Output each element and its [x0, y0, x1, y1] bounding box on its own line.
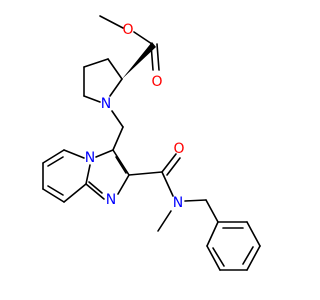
bond-amide-c-n	[161, 171, 174, 197]
bond-ph-4-5	[246, 245, 261, 271]
bond-ch2-phenyl	[205, 199, 219, 223]
bond-ring-ca-c3	[107, 58, 123, 80]
atom-label-pyrrolidine-nitrogen: N	[101, 96, 111, 112]
amide-group	[128, 153, 219, 232]
bond-c2-n1	[117, 174, 130, 195]
bond-c7-c8-double	[47, 185, 64, 196]
bond-c8a-n4	[85, 164, 91, 185]
bond-carbonyl-c-o-double-b	[156, 43, 160, 71]
bond-ph-1-2	[206, 221, 219, 247]
bond-ph-5-6	[246, 221, 261, 247]
bond-methyl-o	[99, 15, 124, 29]
bond-n4-c5	[63, 149, 85, 159]
bond-c8-c8a	[63, 183, 87, 203]
atom-labels: O O N N N O N	[85, 22, 185, 211]
bond-ch2-c3	[112, 126, 124, 151]
pyridine-ring	[42, 149, 87, 203]
bond-ring-n-ca	[109, 78, 123, 97]
bond-n-benzyl-ch2	[184, 199, 207, 202]
bond-n-methyl	[157, 210, 172, 232]
bond-c3-c2-double	[115, 156, 127, 174]
bond-c2-amide-c	[128, 171, 163, 176]
atom-label-ester-ether-oxygen: O	[122, 22, 133, 38]
bond-ring-c3-c4	[83, 58, 109, 68]
atom-label-amide-oxygen: O	[173, 141, 184, 157]
bond-ph-2-3-double	[212, 247, 225, 267]
molecule-canvas: O O N N N O N	[42, 15, 261, 271]
structure-drawing: O O N N N O N	[42, 15, 261, 271]
bond-c3-c2-single	[112, 149, 130, 176]
bond-c5-c6	[42, 149, 65, 164]
atom-label-imidazole-nitrogen: N	[106, 192, 116, 208]
imidazole-ring	[85, 149, 130, 200]
bond-ph-2-3	[206, 245, 221, 271]
atom-label-ester-carbonyl-oxygen: O	[151, 74, 162, 90]
phenyl-ring	[206, 221, 261, 271]
pyrrolidine-ring	[83, 58, 123, 103]
bond-o-carbonyl-c	[133, 31, 153, 45]
wedge-bond-stereo	[122, 42, 156, 79]
bond-ring-c5-n	[83, 95, 101, 103]
bond-amide-c-o-a	[161, 153, 177, 173]
bond-c3-n4	[95, 149, 114, 158]
bond-c7-c8	[42, 188, 65, 203]
bond-n-ch2	[111, 110, 124, 128]
bond-c5-c6-double	[47, 156, 64, 167]
bond-amide-c-o-b	[166, 157, 181, 176]
bond-n1-c8a	[85, 183, 105, 200]
atom-label-bridgehead-nitrogen: N	[85, 150, 95, 166]
atom-label-amide-nitrogen: N	[173, 195, 183, 211]
bond-n1-c8a-double	[88, 181, 103, 194]
bond-ph-4-5-double	[242, 246, 254, 265]
